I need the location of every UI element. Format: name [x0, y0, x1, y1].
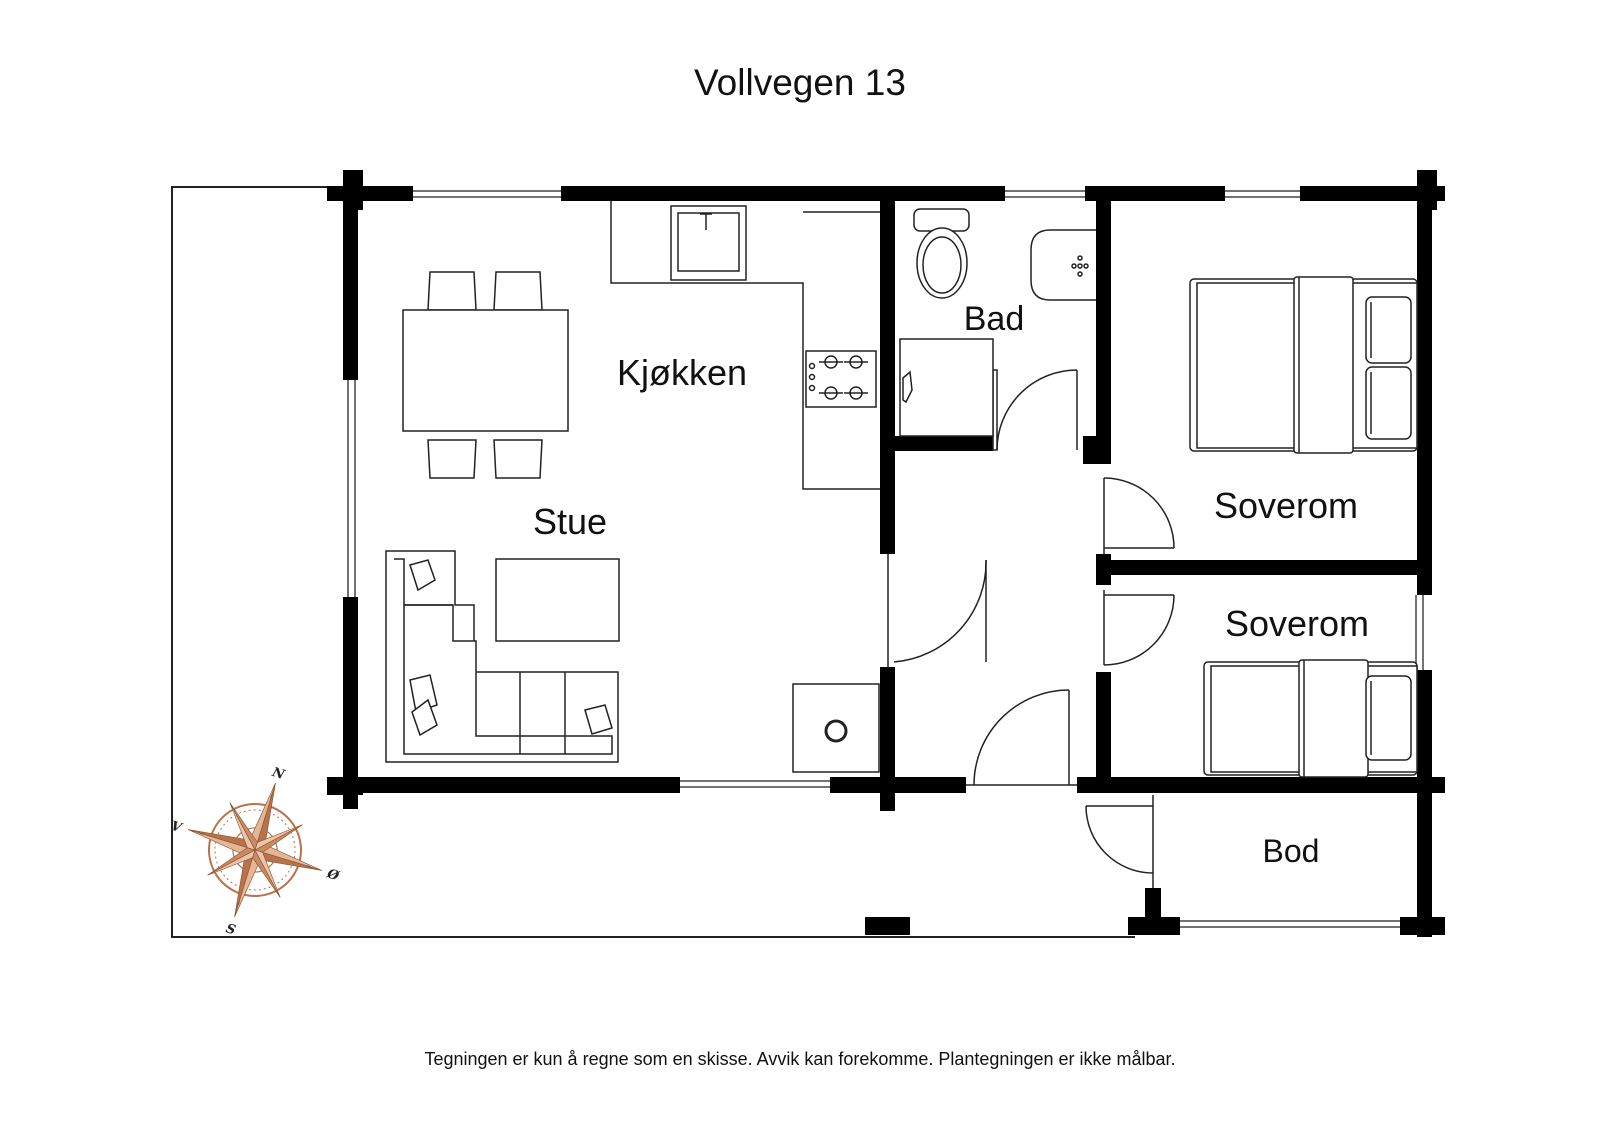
sofa — [385, 550, 619, 763]
stove-fireplace-icon — [792, 683, 880, 773]
terrace-outline — [171, 186, 1135, 938]
sink-icon — [670, 205, 747, 281]
disclaimer-text: Tegningen er kun å regne som en skisse. … — [424, 1049, 1176, 1069]
room-label-bedroom-2: Soverom — [1225, 603, 1369, 644]
compass-rose-icon: N S Ø V — [169, 765, 341, 939]
room-label-storage: Bod — [1263, 833, 1320, 869]
single-bed — [1203, 659, 1418, 778]
coffee-table — [495, 558, 620, 642]
shower-icon — [899, 338, 994, 437]
bathroom-fixtures — [899, 208, 1096, 437]
dining-table — [402, 271, 569, 479]
windows — [347, 190, 1424, 928]
room-label-bathroom: Bad — [964, 300, 1025, 338]
plan-title: Vollvegen 13 — [694, 62, 906, 103]
svg-text:Ø: Ø — [324, 866, 341, 884]
walls — [327, 170, 1445, 937]
room-label-living-room: Stue — [533, 501, 607, 542]
room-label-kitchen: Kjøkken — [617, 352, 747, 393]
doors — [887, 369, 1175, 888]
kitchen-counter — [610, 201, 880, 773]
stove-icon — [805, 350, 877, 408]
svg-text:N: N — [269, 765, 287, 783]
double-bed — [1189, 276, 1418, 454]
washbasin-icon — [1030, 229, 1096, 301]
room-label-bedroom-1: Soverom — [1214, 485, 1358, 526]
svg-text:S: S — [224, 921, 237, 938]
